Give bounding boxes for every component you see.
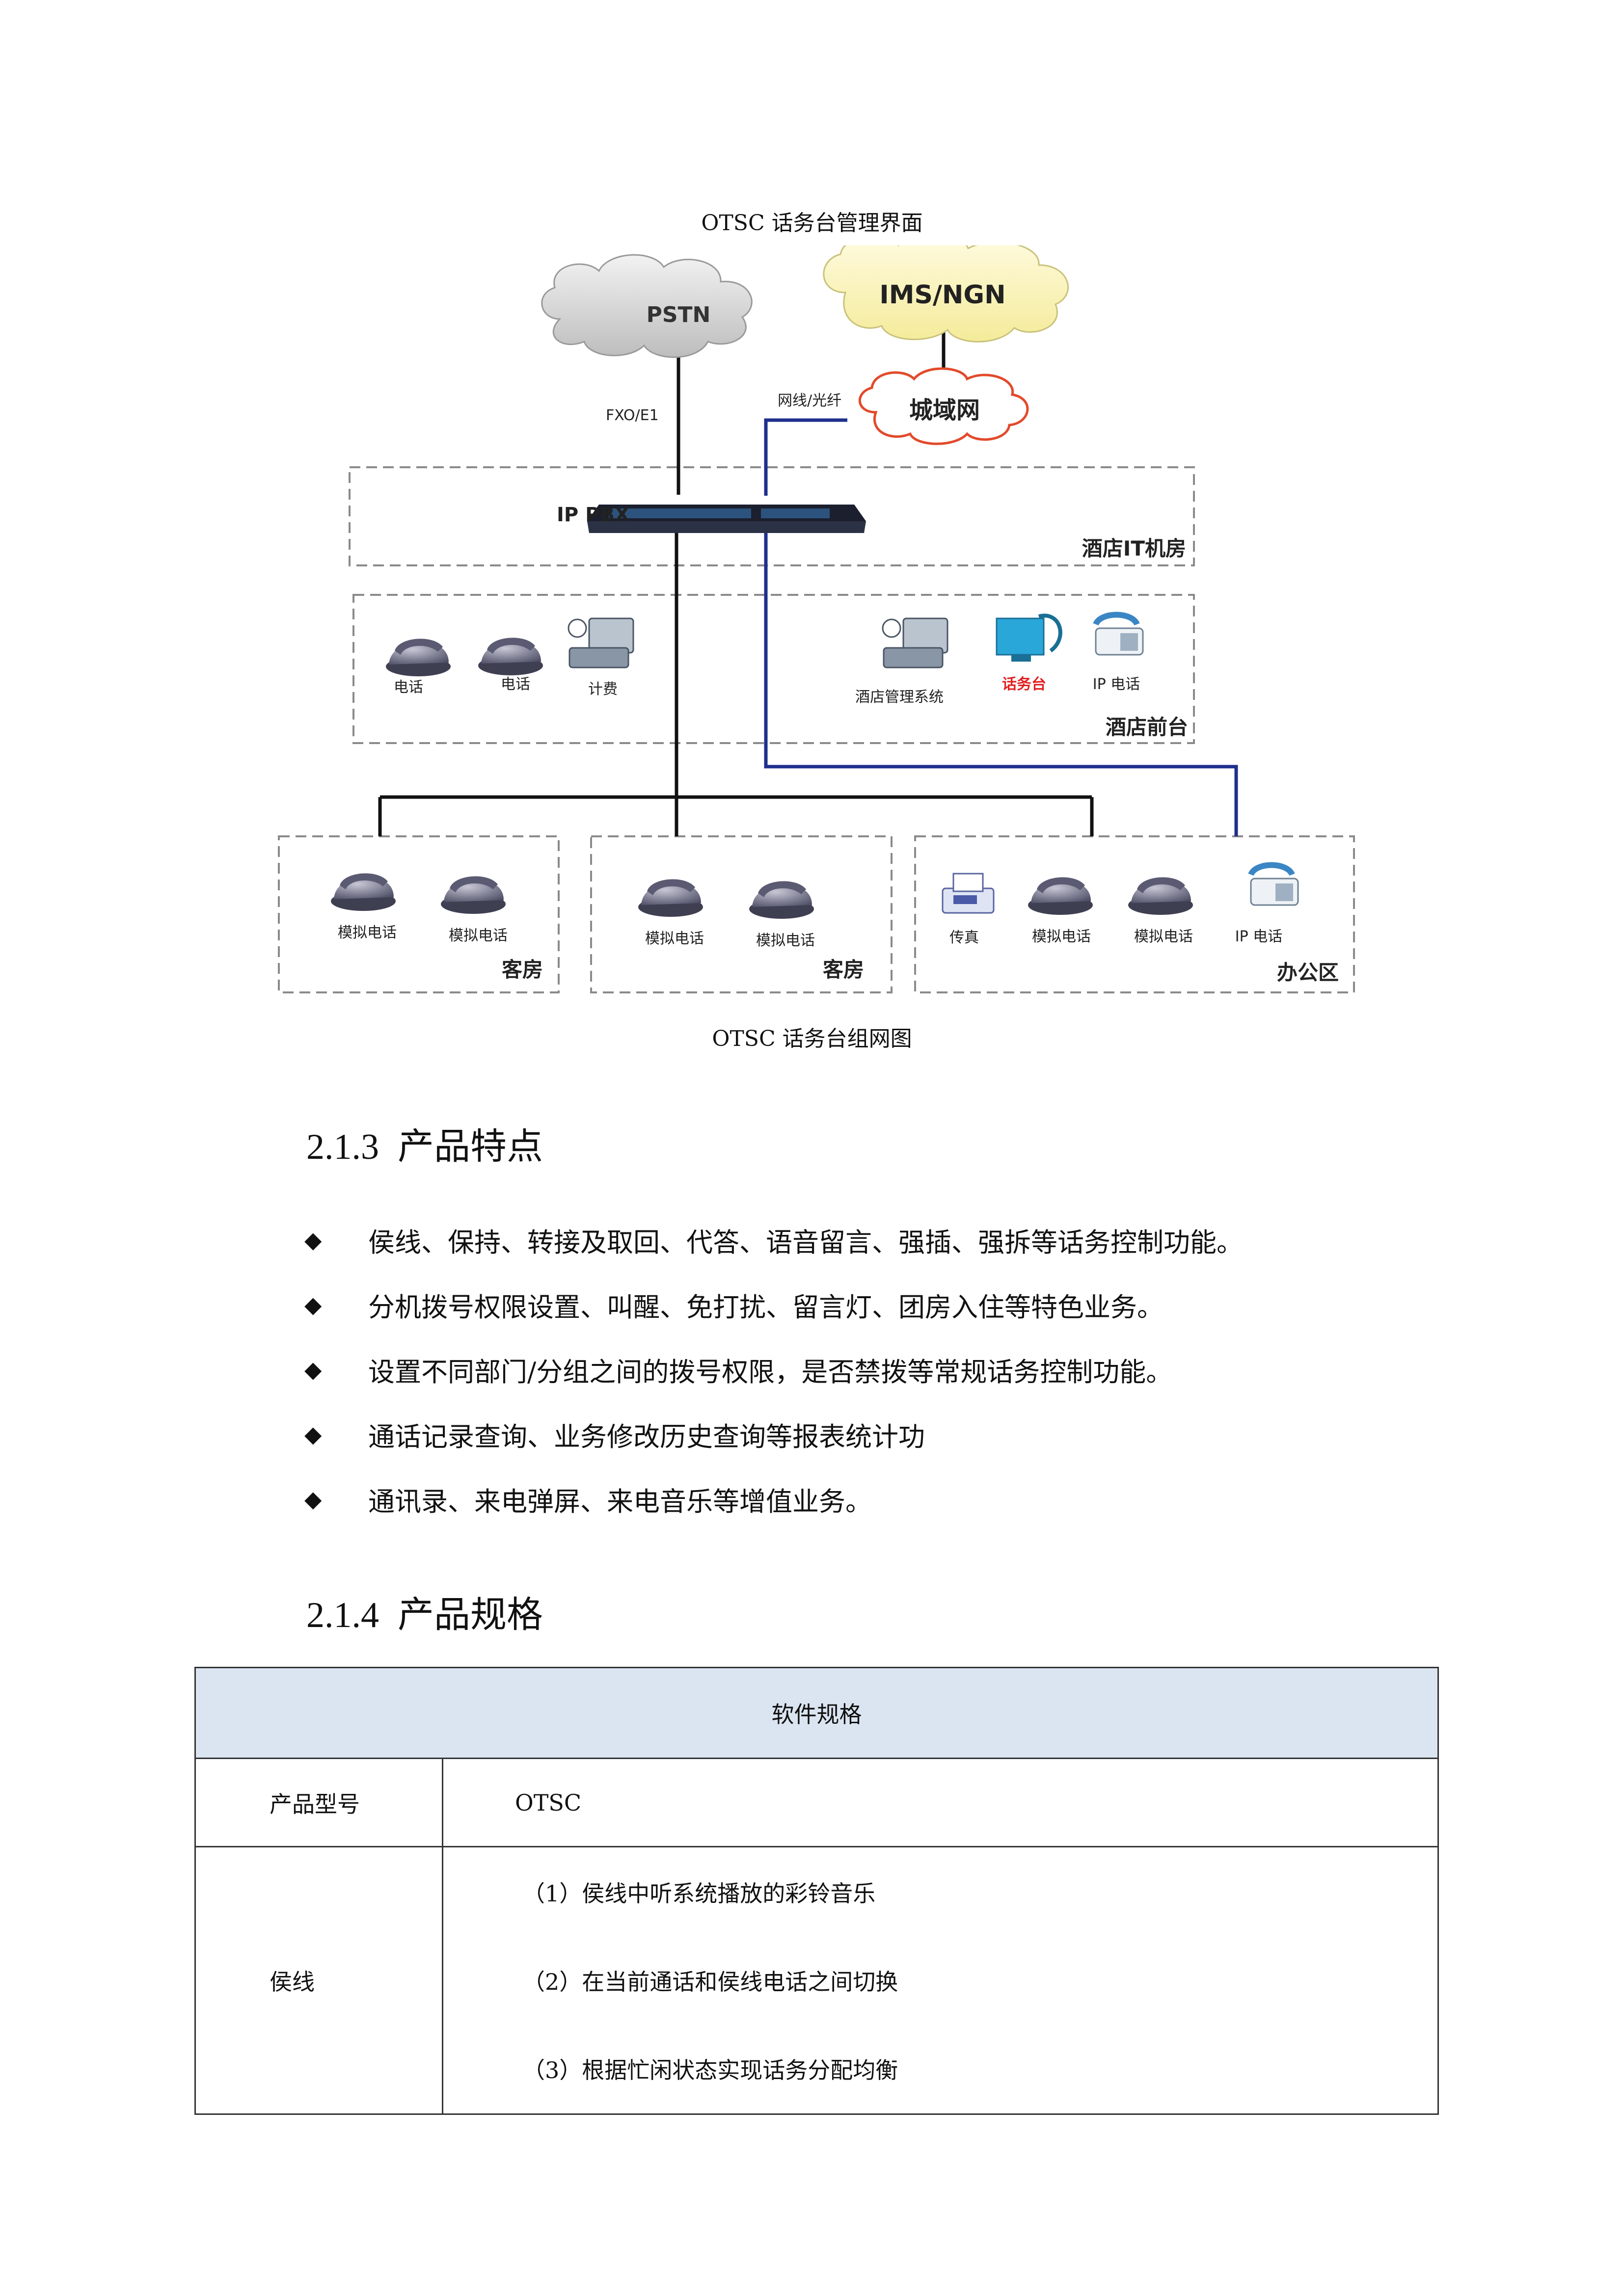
ip-pbx-label: IP PBX <box>557 504 630 526</box>
zone-office <box>914 835 1355 993</box>
feature-list: ◆ 侯线、保持、转接及取回、代答、语音留言、强插、强拆等话务控制功能。 ◆ 分机拨号… <box>304 1207 1243 1531</box>
bullet-diamond-icon: ◆ <box>304 1486 322 1512</box>
fxo-label: FXO/E1 <box>606 407 659 424</box>
bullet-diamond-icon: ◆ <box>304 1421 322 1447</box>
feature-text: 通讯录、来电弹屏、来电音乐等增值业务。 <box>368 1486 872 1517</box>
analog-2-label: 模拟电话 <box>449 927 508 944</box>
pstn-label: PSTN <box>647 302 711 327</box>
feature-text: 设置不同部门/分组之间的拨号权限，是否禁拨等常规话务控制功能。 <box>368 1356 1173 1388</box>
phone-b-label: 电话 <box>501 676 530 693</box>
feature-text: 分机拨号权限设置、叫醒、免打扰、留言灯、团房入住等特色业务。 <box>368 1291 1164 1323</box>
analog-phone-2-icon <box>441 876 506 914</box>
spec-value-line: （1）侯线中听系统播放的彩铃音乐 <box>522 1880 876 1907</box>
zone-it-room-label: 酒店IT机房 <box>1082 536 1186 561</box>
zone-guest-room-1 <box>278 835 560 993</box>
phone-a-label: 电话 <box>394 679 423 696</box>
spec-table: 软件规格 产品型号 OTSC 侯线 （1）侯线中听系统播放的彩铃音乐 （2）在当… <box>194 1667 1439 2115</box>
phone-a-icon <box>386 639 451 676</box>
hotel-management-terminal-icon <box>882 617 948 668</box>
section-214-title: 产品规格 <box>398 1594 543 1636</box>
hms-label: 酒店管理系统 <box>855 689 944 706</box>
spec-label-cell: 产品型号 <box>194 1758 443 1847</box>
analog-phone-1-icon <box>331 873 396 911</box>
ip-phone-front-label: IP 电话 <box>1093 676 1140 693</box>
analog-phone-5-icon <box>1028 877 1093 915</box>
billing-terminal-icon <box>568 617 634 668</box>
operator-console-icon <box>996 614 1062 662</box>
ip-phone-office-label: IP 电话 <box>1235 928 1282 945</box>
spec-value-cell: OTSC <box>442 1758 1439 1847</box>
ims-cloud-icon <box>823 245 1069 343</box>
metro-cloud-icon <box>858 367 1029 445</box>
spec-header-cell: 软件规格 <box>194 1667 1439 1759</box>
ip-pbx-switch-icon <box>587 505 866 533</box>
network-diagram: PSTN IMS/NGN 城域网 FXO/E1 网线/光纤 IP PBX 酒店I… <box>278 245 1355 993</box>
zone-office-label: 办公区 <box>1277 961 1339 985</box>
fax-machine-icon <box>942 873 995 914</box>
spec-value-line: （3）根据忙闲状态实现话务分配均衡 <box>522 2057 898 2083</box>
table-row: 产品型号 OTSC <box>194 1758 1439 1847</box>
analog-phone-4-icon <box>749 881 814 919</box>
feature-item: ◆ 通讯录、来电弹屏、来电音乐等增值业务。 <box>304 1467 1243 1531</box>
fiber-label: 网线/光纤 <box>778 392 841 409</box>
spec-value-cell: （1）侯线中听系统播放的彩铃音乐 （2）在当前通话和侯线电话之间切换 （3）根据… <box>442 1846 1439 2115</box>
analog-4-label: 模拟电话 <box>756 932 815 949</box>
analog-3-label: 模拟电话 <box>645 930 704 947</box>
ip-phone-front-icon <box>1093 612 1144 656</box>
feature-item: ◆ 侯线、保持、转接及取回、代答、语音留言、强插、强拆等话务控制功能。 <box>304 1207 1243 1272</box>
ims-label: IMS/NGN <box>879 280 1005 310</box>
console-label: 话务台 <box>1002 676 1046 693</box>
analog-phone-3-icon <box>638 879 703 917</box>
spec-header-row: 软件规格 <box>194 1667 1439 1759</box>
figure-bottom-caption: OTSC 话务台组网图 <box>712 1026 912 1051</box>
phone-b-icon <box>478 638 543 675</box>
section-214-heading: 2.1.4 产品规格 <box>306 1585 543 1638</box>
bullet-diamond-icon: ◆ <box>304 1356 322 1383</box>
zone-guest-room-1-label: 客房 <box>502 958 543 982</box>
zone-guest-room-2-label: 客房 <box>823 958 864 982</box>
pstn-cloud-icon <box>541 254 753 358</box>
figure-top-caption: OTSC 话务台管理界面 <box>701 211 923 236</box>
billing-label: 计费 <box>588 681 618 698</box>
fax-label: 传真 <box>949 929 979 946</box>
link-metro-pbx <box>764 418 847 496</box>
feature-text: 通话记录查询、业务修改历史查询等报表统计功 <box>368 1421 925 1452</box>
analog-1-label: 模拟电话 <box>338 924 397 941</box>
section-214-number: 2.1.4 <box>306 1595 379 1635</box>
link-pbx-office-ip <box>764 524 1238 836</box>
section-213-heading: 2.1.3 产品特点 <box>306 1117 543 1170</box>
section-213-number: 2.1.3 <box>306 1127 379 1167</box>
table-row: 侯线 （1）侯线中听系统播放的彩铃音乐 （2）在当前通话和侯线电话之间切换 （3… <box>194 1846 1439 2115</box>
bullet-diamond-icon: ◆ <box>304 1227 322 1253</box>
zone-front-desk-label: 酒店前台 <box>1106 715 1188 739</box>
spec-value-line: （2）在当前通话和侯线电话之间切换 <box>522 1969 898 1995</box>
bullet-diamond-icon: ◆ <box>304 1291 322 1318</box>
analog-phone-6-icon <box>1128 877 1193 915</box>
zone-guest-room-2 <box>590 835 893 993</box>
metro-label: 城域网 <box>909 397 980 424</box>
ip-phone-office-icon <box>1248 862 1299 906</box>
feature-text: 侯线、保持、转接及取回、代答、语音留言、强插、强拆等话务控制功能。 <box>368 1227 1243 1258</box>
feature-item: ◆ 分机拨号权限设置、叫醒、免打扰、留言灯、团房入住等特色业务。 <box>304 1272 1243 1337</box>
spec-label-cell: 侯线 <box>194 1846 443 2115</box>
section-213-title: 产品特点 <box>398 1125 543 1168</box>
feature-item: ◆ 设置不同部门/分组之间的拨号权限，是否禁拨等常规话务控制功能。 <box>304 1337 1243 1402</box>
zone-front-desk <box>352 594 1195 744</box>
zone-it-room <box>349 466 1195 566</box>
analog-6-label: 模拟电话 <box>1134 928 1193 945</box>
feature-item: ◆ 通话记录查询、业务修改历史查询等报表统计功 <box>304 1402 1243 1467</box>
analog-5-label: 模拟电话 <box>1032 928 1091 945</box>
